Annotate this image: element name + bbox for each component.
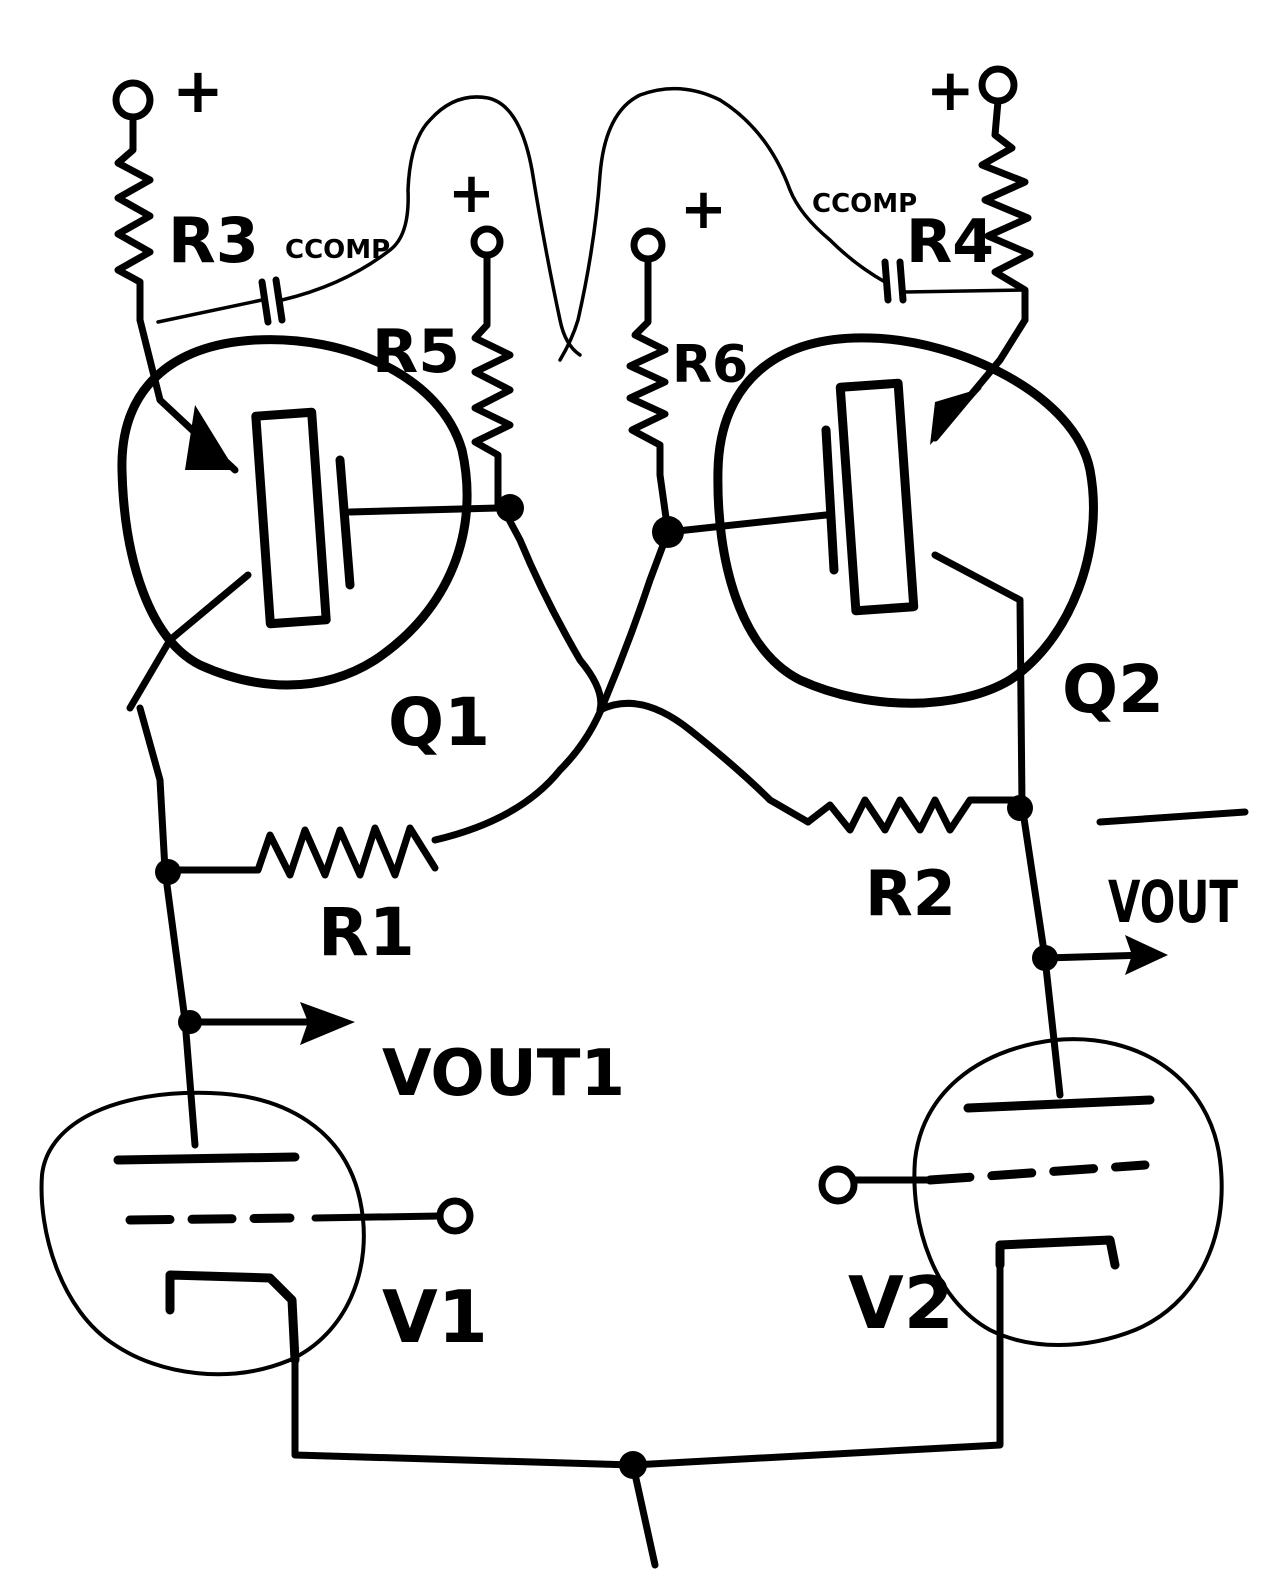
junction-dot [652, 516, 684, 548]
transistor-q2 [664, 316, 1098, 809]
label-r2: R2 [865, 857, 956, 930]
label-q2: Q2 [1062, 651, 1164, 728]
vacuum-tube-v2 [818, 1037, 1224, 1347]
junction-dot [496, 494, 524, 522]
plus-terminal-r4: + [926, 56, 1018, 124]
label-r5: R5 [372, 317, 460, 387]
plus-sign: + [680, 177, 727, 242]
label-vout-bar: VOUT [1108, 868, 1238, 936]
resistor-r6 [626, 255, 672, 536]
resistor-r5 [471, 251, 514, 512]
vacuum-tube-v1 [39, 1090, 474, 1377]
label-r1: R1 [318, 894, 415, 971]
plus-terminal-r3: + [112, 54, 224, 127]
plus-sign: + [172, 54, 224, 127]
transistor-q1 [117, 316, 502, 712]
output-arrow-vout1 [186, 1002, 355, 1045]
capacitor-ccomp-right [558, 86, 1027, 362]
resistor-r2 [804, 796, 1024, 834]
capacitor-ccomp-left [156, 95, 582, 357]
label-vout1: VOUT1 [382, 1037, 625, 1111]
resistor-r4 [978, 97, 1034, 324]
junction-dot [1007, 795, 1033, 821]
label-v2: V2 [848, 1261, 954, 1345]
wire-cross-r6-r1 [431, 528, 672, 844]
label-r3: R3 [168, 204, 259, 277]
label-q1: Q1 [388, 684, 490, 761]
wire-q1-emitter-rail [136, 704, 199, 1149]
plus-sign: + [448, 161, 495, 226]
wire-tail-supply [629, 1461, 659, 1569]
label-r4: R4 [906, 207, 994, 277]
junction-dot [155, 859, 181, 885]
label-r6: R6 [672, 335, 748, 395]
label-ccomp-left: CCOMP [285, 235, 390, 265]
plus-terminal-r6: + [630, 177, 727, 263]
label-vout-bar-group: VOUT [1096, 808, 1249, 936]
output-arrow-vout-bar [1041, 935, 1168, 975]
resistor-r3 [114, 113, 154, 324]
plus-sign: + [926, 56, 975, 124]
resistor-r1 [161, 824, 439, 879]
label-ccomp-right: CCOMP [812, 189, 917, 219]
plus-terminal-r5: + [448, 161, 504, 259]
label-v1: V1 [382, 1275, 488, 1359]
